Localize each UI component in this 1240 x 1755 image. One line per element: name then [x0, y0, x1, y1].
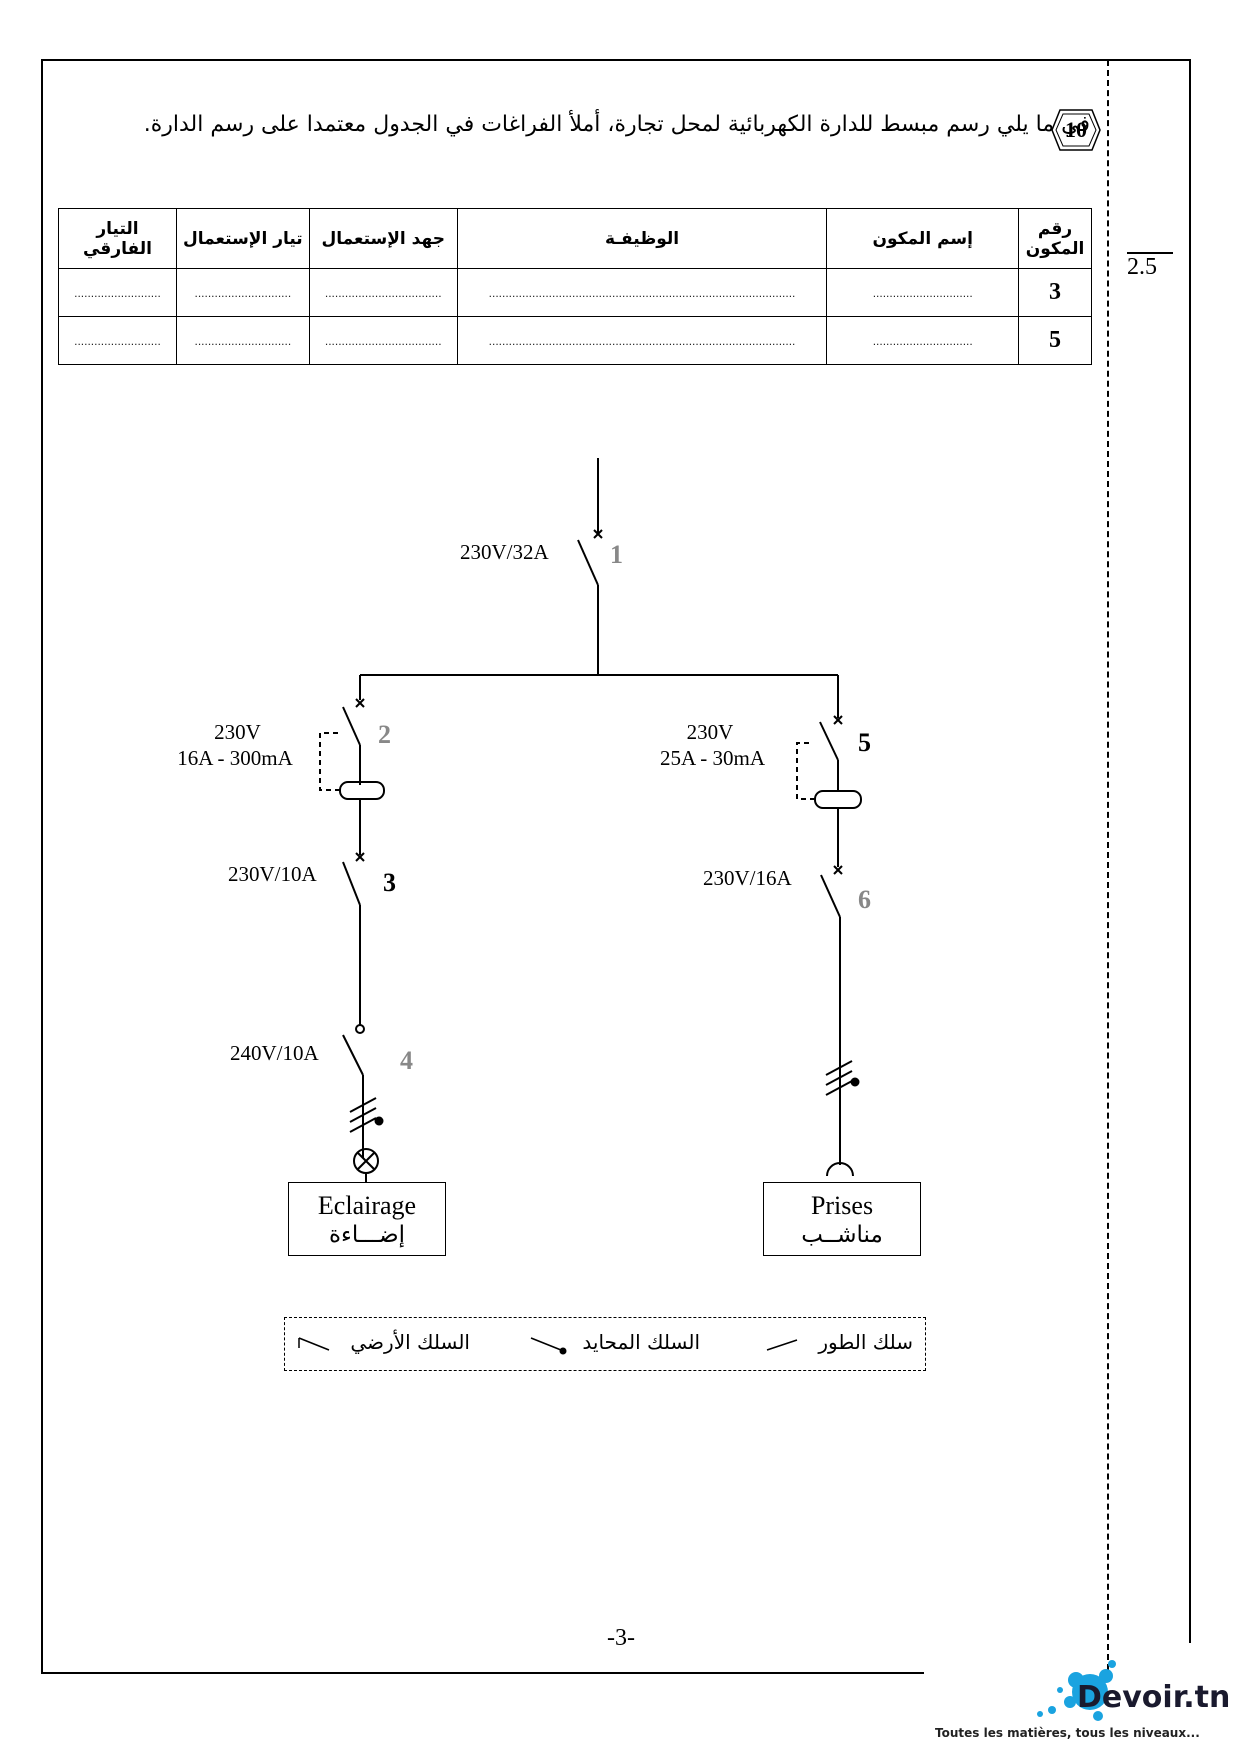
blank-name[interactable]: .............................. [826, 316, 1020, 365]
rcd-right-contact [819, 721, 839, 761]
component-4-number: 4 [400, 1046, 413, 1075]
header-component-name: إسم المكون [826, 208, 1020, 269]
page-frame-right [1189, 59, 1191, 1643]
breaker-3-rating: 230V/10A [228, 862, 317, 886]
breaker-6-rating: 230V/16A [703, 866, 792, 890]
margin-dashed-line [1107, 60, 1109, 1670]
header-current: تيار الإستعمال [175, 208, 310, 269]
header-voltage: جهد الإستعمال [308, 208, 458, 269]
rcd-left-toroid [339, 781, 385, 800]
row-number: 5 [1018, 316, 1092, 365]
logo-name: Devoir.tn [1077, 1680, 1231, 1715]
blank-current[interactable]: ............................. [175, 316, 310, 365]
rcd-left-rating: 16A - 300mA [177, 746, 293, 770]
sockets-box: Prises مناشــب [763, 1182, 921, 1256]
rcd-right-rating: 25A - 30mA [660, 746, 765, 770]
table-row: 5 .............................. .......… [58, 316, 1092, 365]
score: 2.5 [1127, 252, 1173, 281]
page-frame [41, 59, 1191, 1674]
blank-name[interactable]: .............................. [826, 268, 1020, 317]
component-6-number: 6 [858, 885, 871, 914]
lighting-label-fr: Eclairage [317, 1191, 417, 1220]
blank-current[interactable]: ............................. [175, 268, 310, 317]
phase-wire-icon [766, 1339, 798, 1351]
answer-table: رقم المكون إسم المكون الوظيفـة جهد الإست… [58, 208, 1092, 365]
devoir-logo-splash-icon [1037, 1660, 1116, 1721]
earth-wire-icon [298, 1337, 330, 1351]
sockets-label-ar: مناشــب [801, 1222, 883, 1248]
header-diff-current: التيار الفارقي [58, 208, 177, 269]
legend-neutral: السلك المحايد [582, 1330, 700, 1354]
main-rating: 230V/32A [460, 540, 549, 564]
breaker-3-contact [342, 861, 361, 906]
legend-phase: سلك الطور [818, 1330, 913, 1354]
legend-earth: السلك الأرضي [350, 1330, 470, 1354]
frame-gap [924, 1669, 1194, 1675]
blank-diff[interactable]: .......................... [58, 268, 177, 317]
wire-legend: سلك الطور السلك المحايد السلك الأرضي [284, 1317, 926, 1371]
rcd-left-contact [342, 706, 361, 746]
table-header-row: رقم المكون إسم المكون الوظيفـة جهد الإست… [58, 208, 1092, 269]
lighting-box: Eclairage إضـــاءة [288, 1182, 446, 1256]
blank-diff[interactable]: .......................... [58, 316, 177, 365]
blank-voltage[interactable]: ................................... [308, 316, 458, 365]
switch-4-contact [342, 1034, 364, 1076]
badge-shape [1051, 109, 1101, 151]
question-number: 10 [1065, 117, 1087, 142]
switch-4-rating: 240V/10A [230, 1041, 319, 1065]
question-number-badge: 10 [1050, 108, 1102, 152]
page-number: -3- [607, 1625, 635, 1651]
component-3-number: 3 [383, 868, 396, 897]
rcd-left-voltage: 230V [214, 720, 261, 744]
component-1-number: 1 [610, 540, 623, 569]
header-component-number: رقم المكون [1018, 208, 1092, 269]
socket-symbol [826, 1162, 854, 1177]
component-2-number: 2 [378, 720, 391, 749]
header-function: الوظيفـة [456, 208, 828, 269]
table-row: 3 .............................. .......… [58, 268, 1092, 317]
breaker-6-contact [820, 874, 841, 918]
neutral-wire-icon [530, 1337, 567, 1355]
question-text: في ما يلي رسم مبسط للدارة الكهربائية لمح… [143, 112, 1090, 137]
main-breaker-contact [577, 539, 599, 586]
blank-function[interactable]: ........................................… [456, 316, 828, 365]
sockets-label-fr: Prises [810, 1191, 874, 1220]
rcd-right-toroid [814, 790, 862, 809]
logo-tagline: Toutes les matières, tous les niveaux... [935, 1726, 1200, 1740]
lighting-label-ar: إضـــاءة [328, 1222, 405, 1248]
component-5-number: 5 [858, 728, 871, 757]
rcd-right-voltage: 230V [686, 720, 734, 744]
